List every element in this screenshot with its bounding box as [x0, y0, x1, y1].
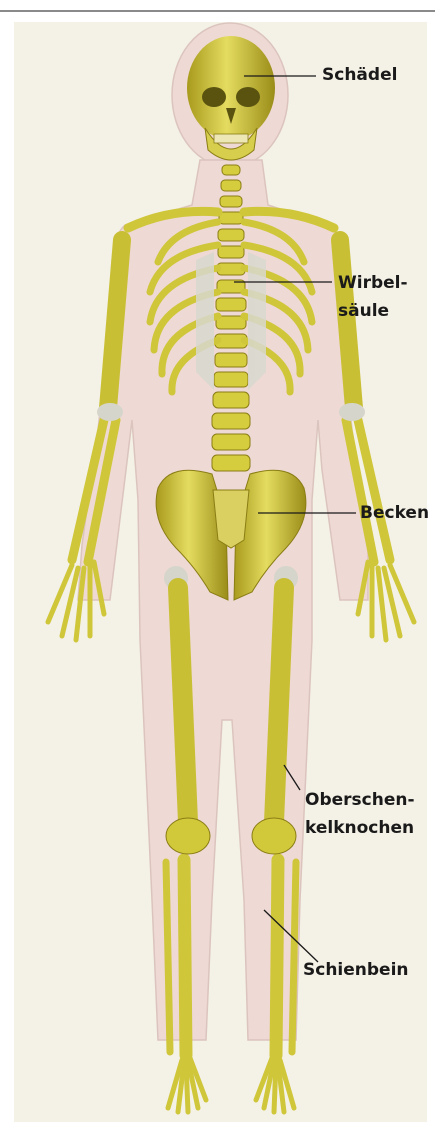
spine-label-line2: säule — [338, 298, 389, 325]
pelvis-label: Becken — [360, 500, 429, 527]
tibia-label: Schienbein — [303, 957, 409, 984]
skull-label: Schädel — [322, 62, 397, 89]
feet — [168, 1058, 294, 1112]
femur-label-line2: kelknochen — [305, 815, 414, 842]
femur-label-line1: Oberschen- — [305, 787, 415, 814]
spine-label-line1: Wirbel- — [338, 270, 408, 297]
knees — [166, 818, 296, 854]
